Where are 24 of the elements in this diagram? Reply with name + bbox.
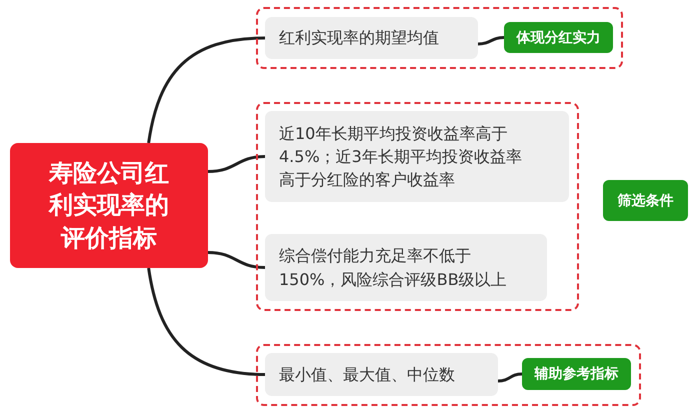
- item-text: 红利实现率的期望均值: [279, 27, 439, 50]
- tag-badge: [603, 180, 688, 221]
- dashed-group-frame: [256, 7, 623, 69]
- dashed-group-frame: [256, 102, 579, 311]
- connector-line: [147, 268, 266, 376]
- connector-line: [208, 251, 266, 269]
- text-box: [265, 234, 547, 301]
- text-box: [265, 17, 478, 59]
- item-text: 最小值、最大值、中位数: [279, 364, 455, 386]
- tag-badge: [522, 358, 631, 390]
- item-text: 综合偿付能力充足率不低于150%，风险综合评级BB级以上: [279, 245, 508, 290]
- tag-text: 筛选条件: [618, 192, 674, 210]
- item-text: 近10年长期平均投资收益率高于4.5%；近3年长期平均投资收益率高于分红险的客户收益率: [279, 122, 523, 192]
- topic-box: [10, 143, 208, 268]
- connector-line: [147, 36, 266, 144]
- tag-badge: [504, 22, 613, 53]
- text-box: [265, 353, 498, 396]
- tag-text: 辅助参考指标: [534, 365, 618, 383]
- dashed-group-frame: [256, 344, 641, 406]
- connector-line: [208, 155, 266, 173]
- tag-text: 体现分红实力: [516, 28, 600, 46]
- topic-text: 寿险公司红利实现率的评价指标: [47, 158, 170, 254]
- text-box: [265, 111, 569, 202]
- connector-line: [498, 372, 522, 382]
